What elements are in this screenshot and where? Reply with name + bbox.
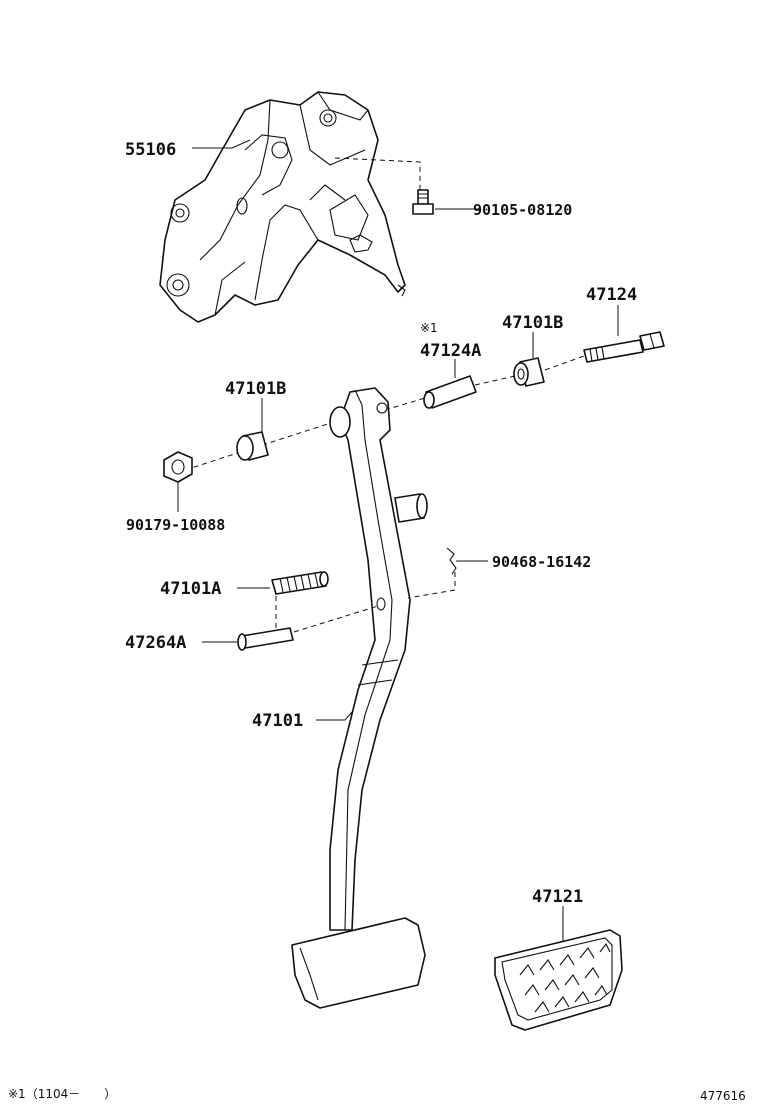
pin-icon	[237, 605, 379, 651]
pivot-bolt-icon	[583, 331, 665, 363]
label-bushing-left: 47101B	[225, 379, 286, 399]
pedal-pad-icon	[494, 929, 623, 1031]
label-bolt: 47124	[586, 285, 637, 305]
collar-icon	[423, 375, 477, 409]
clip-icon	[407, 547, 457, 599]
label-clip: 90468-16142	[492, 553, 591, 571]
bushing-left-icon	[236, 431, 269, 461]
label-collar: 47124A	[420, 341, 481, 361]
label-collar-note: ※1	[420, 321, 438, 335]
label-bushing-right: 47101B	[502, 313, 563, 333]
bushing-right-icon	[513, 357, 545, 387]
nut-icon	[163, 451, 193, 483]
pedal-pad-mounted-icon	[291, 917, 426, 1009]
pedal-bracket	[159, 91, 406, 323]
footer-note: ※1（1104－ ）	[8, 1087, 116, 1101]
label-pedal-arm: 47101	[252, 711, 303, 731]
leader-lines	[177, 139, 619, 942]
spring-icon	[271, 571, 329, 628]
label-pin: 47264A	[125, 633, 186, 653]
pedal-arm	[329, 387, 428, 931]
bolt-small-icon	[334, 157, 434, 215]
label-bolt-small: 90105-08120	[473, 201, 572, 219]
diagram-id: 477616	[700, 1089, 746, 1103]
label-nut: 90179-10088	[126, 516, 225, 534]
label-pedal-pad: 47121	[532, 887, 583, 907]
label-bracket: 55106	[125, 140, 176, 160]
label-spring: 47101A	[160, 579, 221, 599]
